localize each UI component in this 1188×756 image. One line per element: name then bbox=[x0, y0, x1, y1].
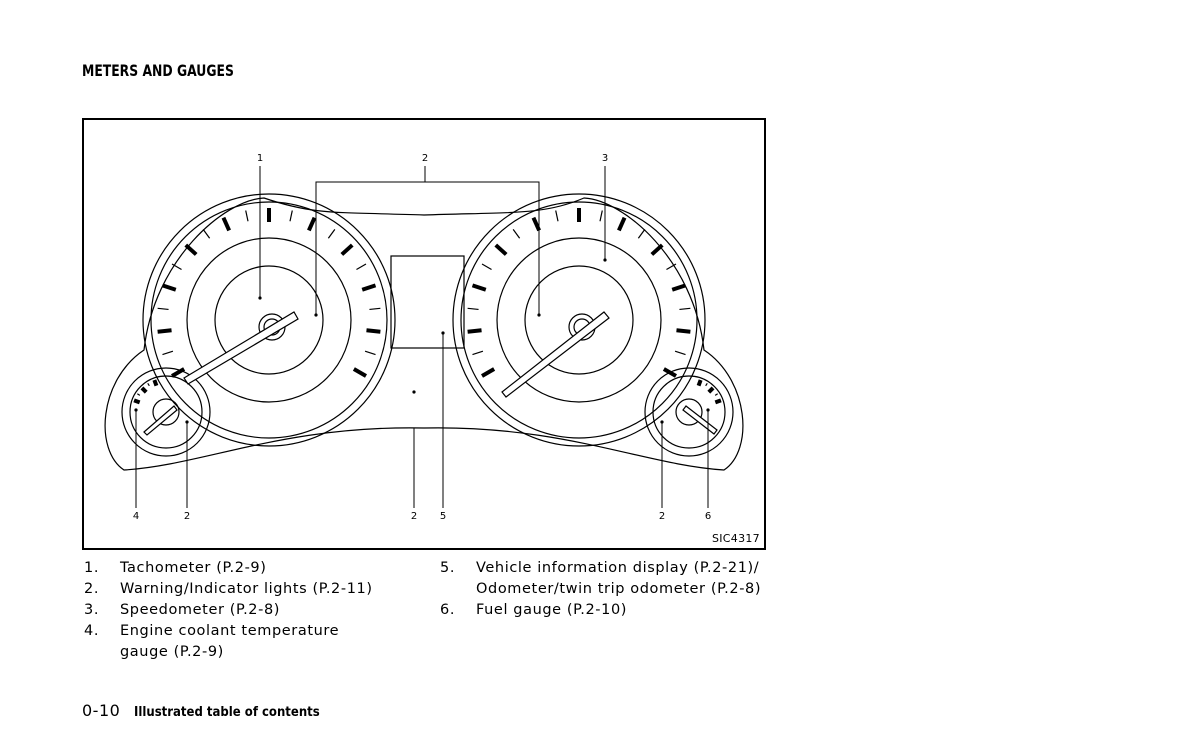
dial-tick bbox=[671, 283, 687, 292]
page-footer: 0-10 Illustrated table of contents bbox=[82, 701, 341, 720]
legend-number: 6. bbox=[440, 602, 456, 618]
dial-tick bbox=[137, 393, 141, 396]
figure-code: SIC4317 bbox=[711, 532, 760, 545]
tachometer-needle bbox=[183, 311, 299, 385]
callout-2-top: 2 bbox=[421, 153, 429, 164]
legend-item: 4. Engine coolant temperature gauge (P.2-… bbox=[84, 621, 424, 663]
dial-tick bbox=[666, 263, 677, 271]
dial-tick bbox=[171, 367, 186, 378]
instrument-cluster-figure: 1 2 3 4 2 2 5 2 6 SIC4317 bbox=[82, 118, 766, 550]
coolant-needle bbox=[143, 405, 178, 436]
dial-tick bbox=[364, 350, 376, 356]
dial-tick bbox=[162, 350, 174, 356]
callout-4: 4 bbox=[132, 511, 140, 522]
dial-tick bbox=[184, 243, 198, 256]
section-title: METERS AND GAUGES bbox=[82, 61, 234, 80]
vehicle-info-display bbox=[390, 255, 465, 349]
legend-item: 1. Tachometer (P.2-9) bbox=[84, 558, 424, 579]
dial-tick bbox=[245, 210, 249, 222]
legend-right: 5. Vehicle information display (P.2-21)/ … bbox=[440, 558, 780, 621]
legend-text: Warning/Indicator lights (P.2-11) bbox=[120, 581, 373, 597]
legend-item: 6. Fuel gauge (P.2-10) bbox=[440, 600, 780, 621]
dial-tick bbox=[650, 243, 664, 256]
fuel-gauge-ring bbox=[644, 367, 734, 457]
dial-tick bbox=[637, 229, 646, 239]
dial-tick bbox=[714, 393, 718, 396]
dial-tick bbox=[512, 229, 521, 239]
dial-tick bbox=[555, 210, 559, 222]
dial-tick bbox=[366, 328, 381, 334]
dial-tick bbox=[289, 210, 293, 222]
dial-tick bbox=[157, 328, 172, 334]
legend-item: 2. Warning/Indicator lights (P.2-11) bbox=[84, 579, 424, 600]
dial-tick bbox=[157, 307, 169, 311]
callout-1: 1 bbox=[256, 153, 264, 164]
callout-2-left: 2 bbox=[183, 511, 191, 522]
dial-tick bbox=[161, 283, 177, 292]
tachometer-dial bbox=[186, 237, 352, 403]
dial-tick bbox=[171, 263, 182, 271]
cluster-housing bbox=[104, 197, 744, 471]
page-number: 0-10 bbox=[82, 701, 121, 720]
dial-tick bbox=[471, 283, 487, 292]
dial-tick bbox=[674, 350, 686, 356]
dial-tick bbox=[481, 367, 496, 378]
legend-text: Speedometer (P.2-8) bbox=[120, 602, 281, 618]
legend-item: 5. Vehicle information display (P.2-21)/ … bbox=[440, 558, 780, 600]
legend-left: 1. Tachometer (P.2-9) 2. Warning/Indicator… bbox=[84, 558, 424, 663]
callout-6: 6 bbox=[704, 511, 712, 522]
dial-tick bbox=[352, 367, 367, 378]
dial-tick bbox=[356, 263, 367, 271]
callout-2-right: 2 bbox=[658, 511, 666, 522]
tachometer-outer-ring bbox=[142, 193, 396, 447]
callout-2-center: 2 bbox=[410, 511, 418, 522]
dial-tick bbox=[662, 367, 677, 378]
dial-tick bbox=[705, 383, 708, 387]
dial-tick bbox=[361, 283, 377, 292]
dial-tick bbox=[617, 216, 627, 232]
speedometer-outer-ring bbox=[452, 193, 706, 447]
legend-number: 1. bbox=[84, 560, 100, 576]
dial-tick bbox=[221, 216, 231, 232]
dial-tick bbox=[707, 386, 715, 394]
speedometer-needle bbox=[501, 311, 610, 398]
dial-tick bbox=[696, 379, 703, 387]
legend-text: Fuel gauge (P.2-10) bbox=[476, 602, 628, 618]
callout-5: 5 bbox=[439, 511, 447, 522]
legend-number: 5. bbox=[440, 560, 456, 576]
instrument-cluster-drawing bbox=[104, 166, 744, 508]
dial-tick bbox=[307, 216, 317, 232]
legend-item: 3. Speedometer (P.2-8) bbox=[84, 600, 424, 621]
dial-tick bbox=[327, 229, 336, 239]
dial-tick bbox=[679, 307, 691, 311]
dial-tick bbox=[531, 216, 541, 232]
legend-text: Vehicle information display (P.2-21)/ Od… bbox=[476, 560, 762, 597]
dial-tick bbox=[340, 243, 354, 256]
legend-text: Tachometer (P.2-9) bbox=[120, 560, 267, 576]
dial-tick bbox=[133, 398, 141, 405]
legend-number: 4. bbox=[84, 623, 100, 639]
dial-tick bbox=[676, 328, 691, 334]
legend-number: 3. bbox=[84, 602, 100, 618]
dial-tick bbox=[472, 350, 484, 356]
dial-tick bbox=[140, 386, 148, 394]
dial-tick bbox=[369, 307, 381, 311]
speedometer-dial bbox=[496, 237, 662, 403]
dial-tick bbox=[147, 383, 150, 387]
legend-text: Engine coolant temperature gauge (P.2-9) bbox=[120, 623, 340, 660]
dial-tick bbox=[202, 229, 211, 239]
dial-tick bbox=[714, 398, 722, 405]
coolant-gauge-ring bbox=[121, 367, 211, 457]
dial-tick bbox=[599, 210, 603, 222]
fuel-needle bbox=[682, 405, 718, 435]
dial-tick bbox=[494, 243, 508, 256]
dial-tick bbox=[152, 379, 159, 387]
dial-tick bbox=[481, 263, 492, 271]
callout-3: 3 bbox=[601, 153, 609, 164]
legend-number: 2. bbox=[84, 581, 100, 597]
footer-title: Illustrated table of contents bbox=[134, 705, 321, 720]
dial-tick bbox=[467, 328, 482, 334]
dial-tick bbox=[467, 307, 479, 311]
